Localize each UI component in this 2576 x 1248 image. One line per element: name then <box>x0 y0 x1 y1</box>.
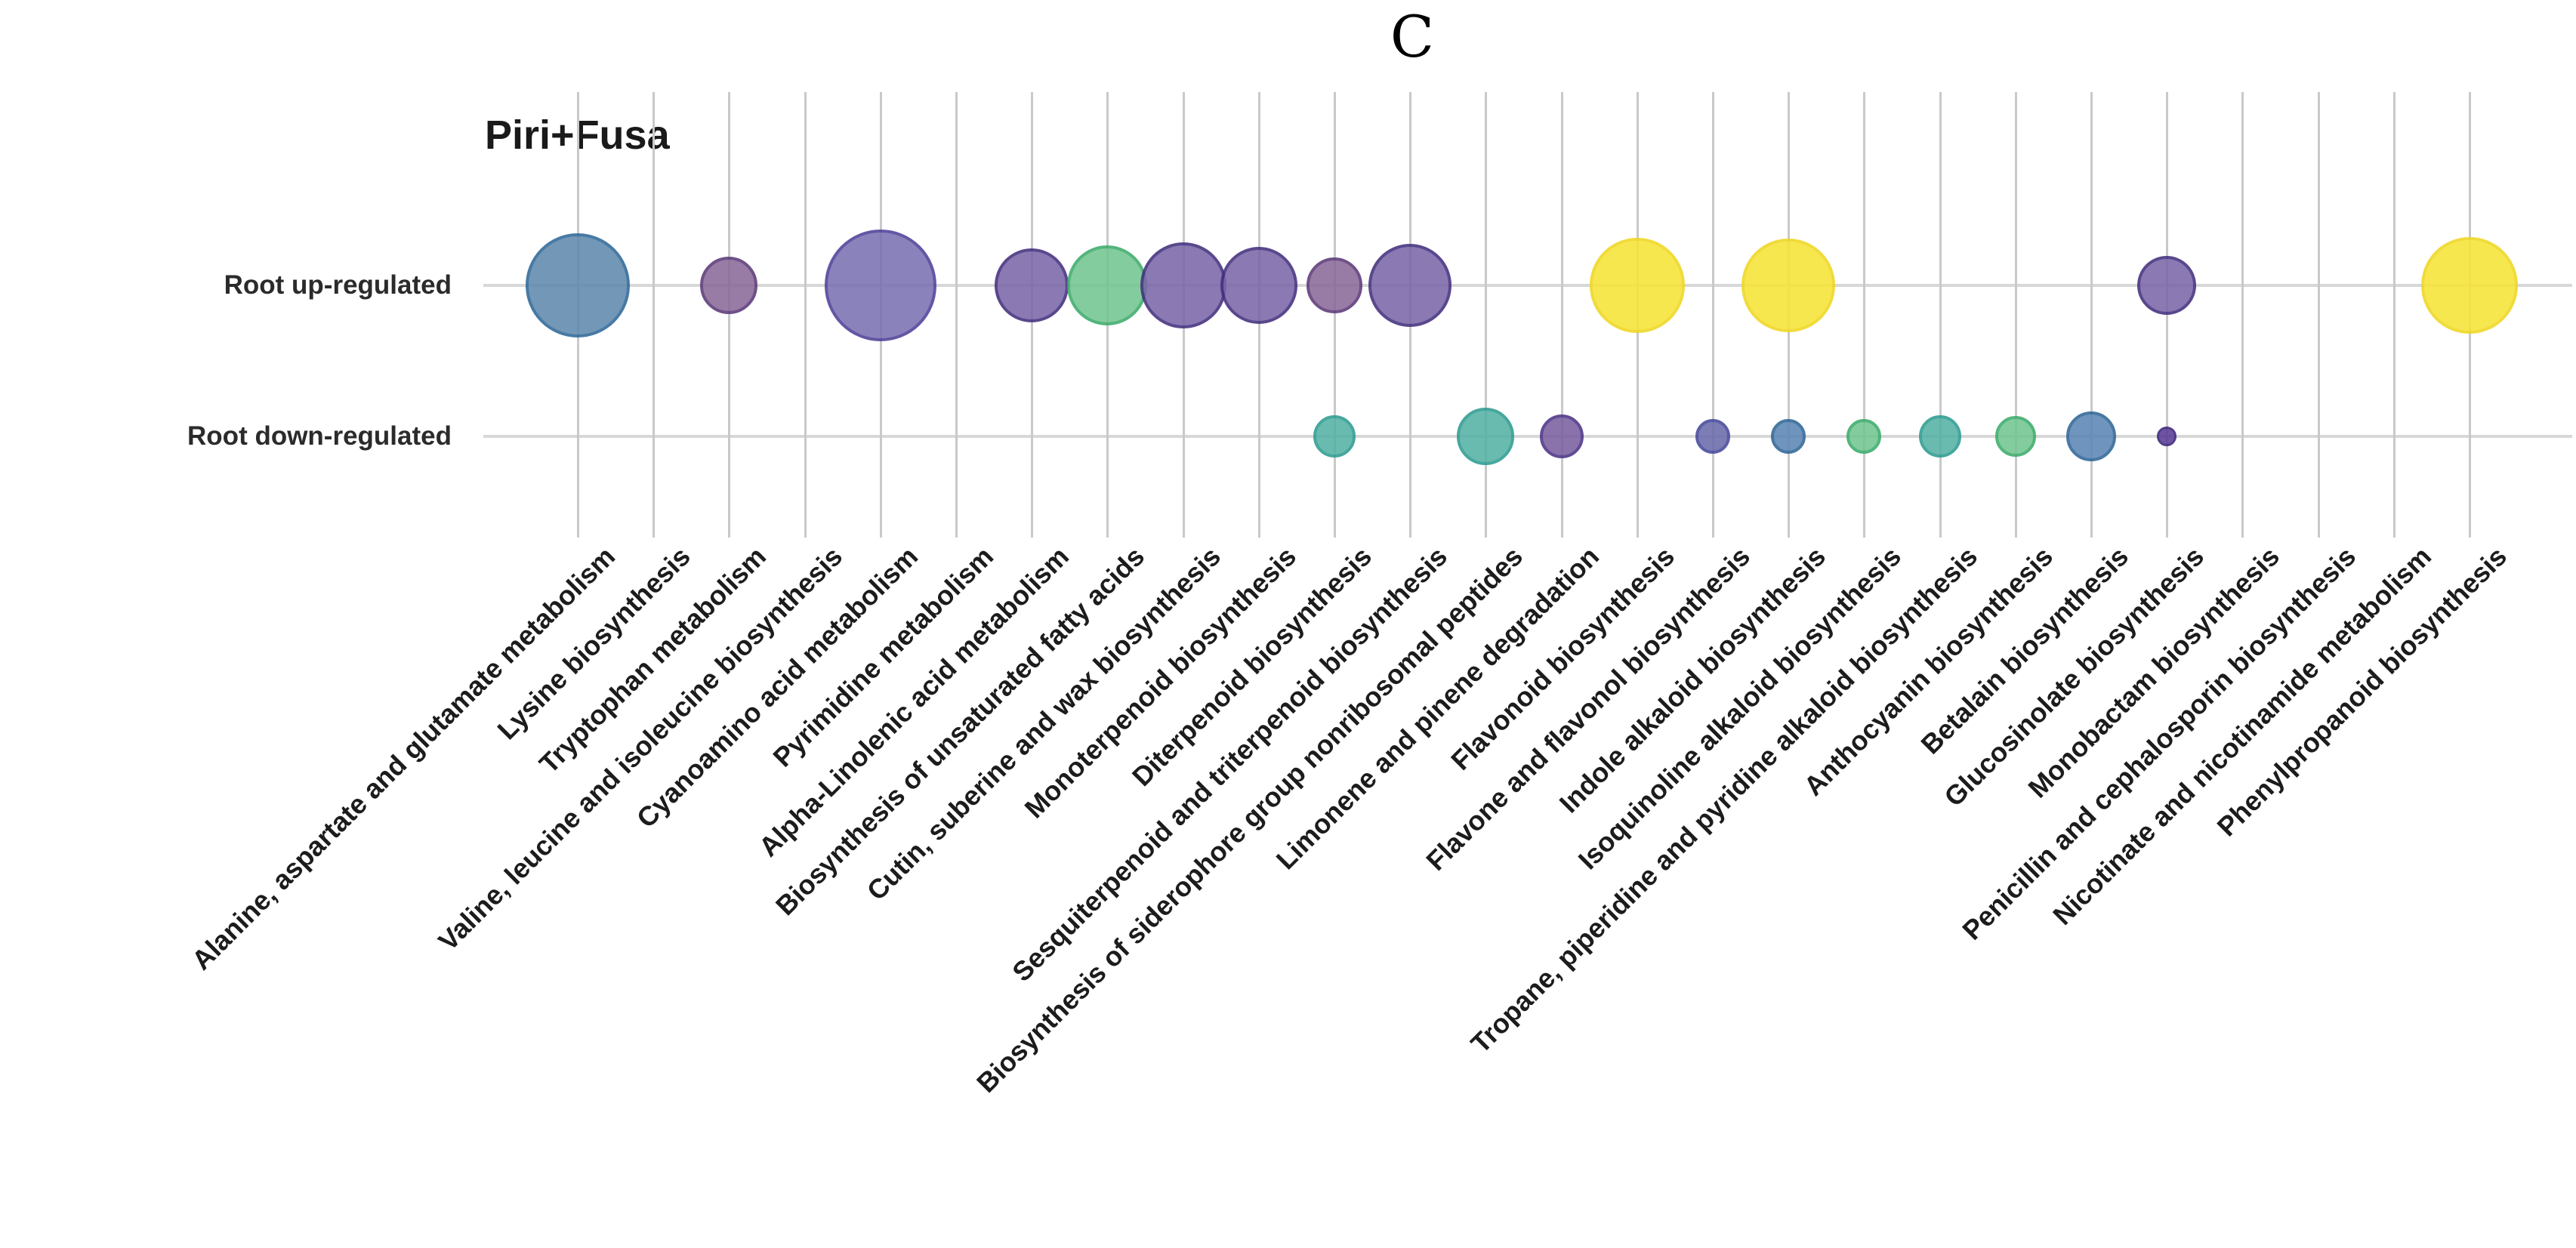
bubble <box>1540 414 1584 458</box>
category-gridline <box>2393 92 2396 538</box>
category-gridline <box>2166 92 2168 538</box>
bubble <box>1771 419 1806 454</box>
category-gridline <box>1939 92 1942 538</box>
bubble <box>2157 427 2176 446</box>
bubble <box>2137 256 2196 315</box>
x-axis-label: Monoterpenoid biosynthesis <box>1018 541 1302 824</box>
y-axis-label-down-regulated: Root down-regulated <box>187 421 452 451</box>
bubble <box>1741 239 1835 332</box>
category-gridline <box>2015 92 2017 538</box>
y-axis-label-up-regulated: Root up-regulated <box>224 270 452 300</box>
bubble <box>2066 411 2116 461</box>
category-gridline <box>728 92 730 538</box>
category-gridline <box>2318 92 2320 538</box>
bubble <box>1313 415 1356 458</box>
bubble <box>1695 419 1730 454</box>
bubble <box>825 230 936 341</box>
bubble <box>1995 416 2036 457</box>
category-gridline <box>2241 92 2244 538</box>
bubble <box>700 257 757 314</box>
bubble <box>1220 247 1297 324</box>
bubble <box>1067 245 1147 325</box>
category-gridline <box>2090 92 2093 538</box>
bubble <box>1457 408 1514 465</box>
row-gridline <box>483 435 2572 438</box>
bubble <box>1368 244 1452 327</box>
bubble <box>1307 257 1362 313</box>
bubble <box>1140 242 1226 328</box>
category-gridline <box>1863 92 1865 538</box>
category-gridline <box>652 92 655 538</box>
category-gridline <box>955 92 958 538</box>
category-gridline <box>1334 92 1336 538</box>
category-gridline <box>1485 92 1487 538</box>
bubble <box>526 233 630 337</box>
bubble <box>1846 419 1881 454</box>
panel-label: C <box>1390 3 1435 70</box>
category-gridline <box>804 92 807 538</box>
bubble <box>1919 415 1961 458</box>
category-gridline <box>1561 92 1563 538</box>
bubble <box>2421 237 2518 334</box>
category-gridline <box>1712 92 1714 538</box>
bubble <box>1590 238 1685 333</box>
row-gridline <box>483 284 2572 287</box>
bubble <box>995 248 1069 322</box>
